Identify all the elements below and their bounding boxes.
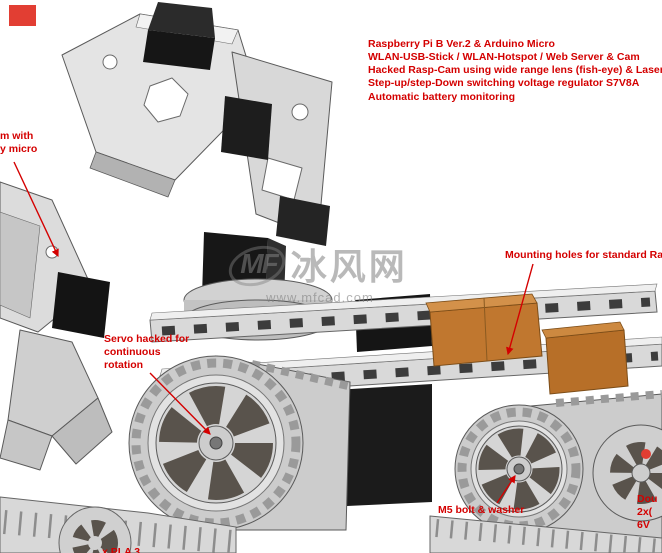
annotation-electronics: Raspberry Pi B Ver.2 & Arduino Micro WLA… (368, 38, 662, 103)
battery-boxes (425, 293, 629, 395)
annotation-plate-clipped: x PLA 3 (102, 546, 141, 553)
annotation-battery-clipped: Dou 2x( 6V (637, 493, 658, 532)
annotation-mounting-holes: Mounting holes for standard Ra (505, 249, 662, 261)
robot-arm (61, 2, 333, 246)
right-track-wheel (454, 390, 662, 543)
gripper (0, 181, 113, 471)
annotation-pointer-lines (13, 161, 534, 504)
left-track-wheel (128, 355, 351, 531)
bottom-track-links (0, 496, 662, 553)
red-marker-top-left (9, 5, 36, 26)
annotation-m5-bolt: M5 bolt & washer (438, 504, 525, 516)
annotation-servo: Servo hacked for continuous rotation (104, 333, 190, 372)
annotation-arm-clipped: m with y micro (0, 130, 38, 156)
red-marker-right-edge (641, 449, 651, 459)
